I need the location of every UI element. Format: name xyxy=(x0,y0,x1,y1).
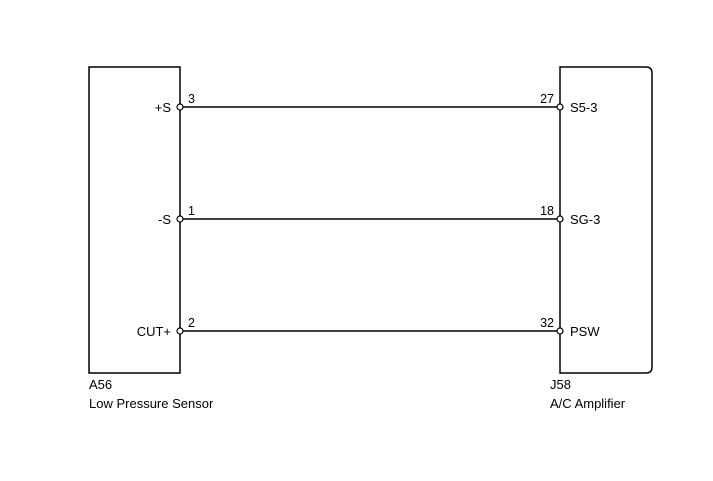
right-pin-number: 32 xyxy=(540,316,554,330)
right-component-box xyxy=(559,66,653,374)
left-terminal-3 xyxy=(176,327,184,335)
right-terminal-1 xyxy=(556,103,564,111)
right-terminal-name: SG-3 xyxy=(570,212,600,227)
right-terminal-name: S5-3 xyxy=(570,100,597,115)
right-terminal-3 xyxy=(556,327,564,335)
right-pin-number: 18 xyxy=(540,204,554,218)
left-terminal-name: -S xyxy=(158,212,171,227)
left-pin-number: 3 xyxy=(188,92,195,106)
left-terminal-1 xyxy=(176,103,184,111)
right-component-code: J58 xyxy=(550,377,571,392)
right-component-name: A/C Amplifier xyxy=(550,396,626,411)
left-component-code: A56 xyxy=(89,377,112,392)
left-pin-number: 1 xyxy=(188,204,195,218)
right-terminal-2 xyxy=(556,215,564,223)
left-terminal-2 xyxy=(176,215,184,223)
left-terminal-name: CUT+ xyxy=(137,324,171,339)
left-pin-number: 2 xyxy=(188,316,195,330)
left-terminal-name: +S xyxy=(155,100,172,115)
left-component-name: Low Pressure Sensor xyxy=(89,396,214,411)
right-pin-number: 27 xyxy=(540,92,554,106)
right-terminal-name: PSW xyxy=(570,324,600,339)
